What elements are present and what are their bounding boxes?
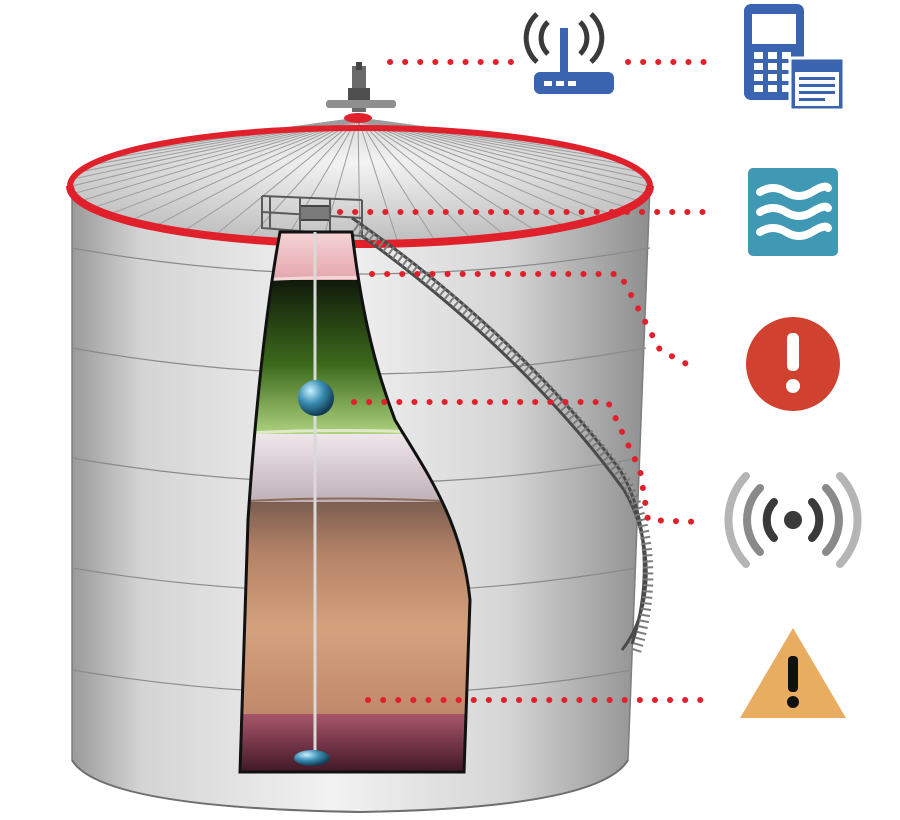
roof-rib [131,117,359,221]
keypad-key [754,74,763,81]
roof-rib [357,117,564,227]
roof-rib [93,117,359,208]
interface-float [294,750,330,766]
keypad-key [782,63,791,70]
broadcast-signal-icon [724,472,862,568]
keypad-key [754,52,763,59]
roof-rib [357,117,610,159]
exclamation-circle-icon [746,317,840,411]
keypad-key [782,52,791,59]
roof-rib [357,117,589,221]
product-float [298,380,334,416]
roof-rib [81,117,359,201]
spiral-staircase [351,216,654,654]
keypad-key [768,85,777,92]
roof-rib [249,117,359,239]
roof-rib [357,117,505,235]
roof-rib [110,117,359,215]
keypad-key [768,63,777,70]
layer-product-lower [240,502,470,714]
cutaway-outline [238,230,472,774]
roof-rib [357,117,435,241]
phone-and-window-icon [744,4,846,112]
wifi-router-icon [523,12,614,94]
roof-rib [357,117,639,201]
water-waves-icon [748,168,838,256]
roof-rib [357,117,471,239]
roof-vent-marker [344,113,372,123]
roof-rib [215,117,359,235]
layer-water-bottom [240,714,470,772]
roof-rib [184,117,359,231]
keypad-key [768,52,777,59]
keypad-key [768,74,777,81]
warning-triangle-icon [740,628,846,718]
roof-rib [156,117,359,227]
roof-rib [357,117,627,208]
connector-lines [337,59,713,703]
roof-rib [357,117,399,242]
tank-roof [66,113,654,248]
roof-rib [357,117,610,215]
roof-rib [357,117,361,243]
level-probe [294,232,334,766]
keypad-key [782,74,791,81]
keypad-key [754,85,763,92]
keypad-key [754,63,763,70]
keypad-key [782,85,791,92]
roof-rib [285,117,359,241]
roof-vent [326,62,396,112]
